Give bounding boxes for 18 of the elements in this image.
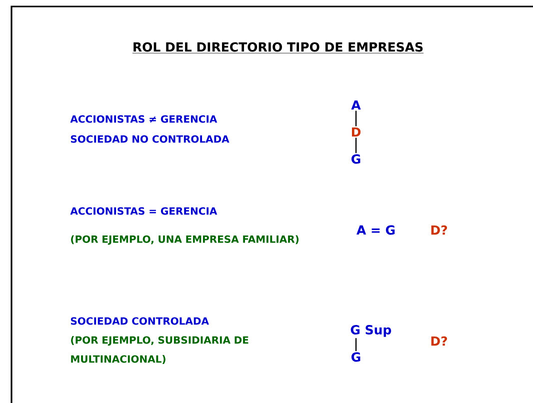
label-text: (POR EJEMPLO, SUBSIDIARIA DE MULTINACIONAL) bbox=[71, 336, 248, 364]
label-text: SOCIEDAD CONTROLADA bbox=[70, 317, 209, 325]
connector-line bbox=[355, 138, 357, 154]
connector-line bbox=[355, 110, 357, 126]
label-text: SOCIEDAD NO CONTROLADA bbox=[70, 135, 230, 143]
label-text: D? bbox=[431, 336, 447, 346]
node-letter: G bbox=[352, 352, 360, 362]
node-letter: D bbox=[352, 127, 361, 137]
label-text: ACCIONISTAS = GERENCIA bbox=[70, 207, 218, 215]
title: ROL DEL DIRECTORIO TIPO DE EMPRESAS bbox=[132, 42, 424, 54]
label-text: D? bbox=[431, 225, 447, 235]
label-text: ACCIONISTAS ≠ GERENCIA bbox=[70, 115, 218, 123]
label-text: (POR EJEMPLO, UNA EMPRESA FAMILIAR) bbox=[71, 235, 299, 245]
node-letter: A bbox=[351, 100, 361, 110]
node-letter: G Sup bbox=[350, 325, 392, 337]
label-text: A = G bbox=[356, 225, 395, 235]
connector-line bbox=[355, 338, 357, 352]
node-letter: G bbox=[352, 154, 360, 164]
